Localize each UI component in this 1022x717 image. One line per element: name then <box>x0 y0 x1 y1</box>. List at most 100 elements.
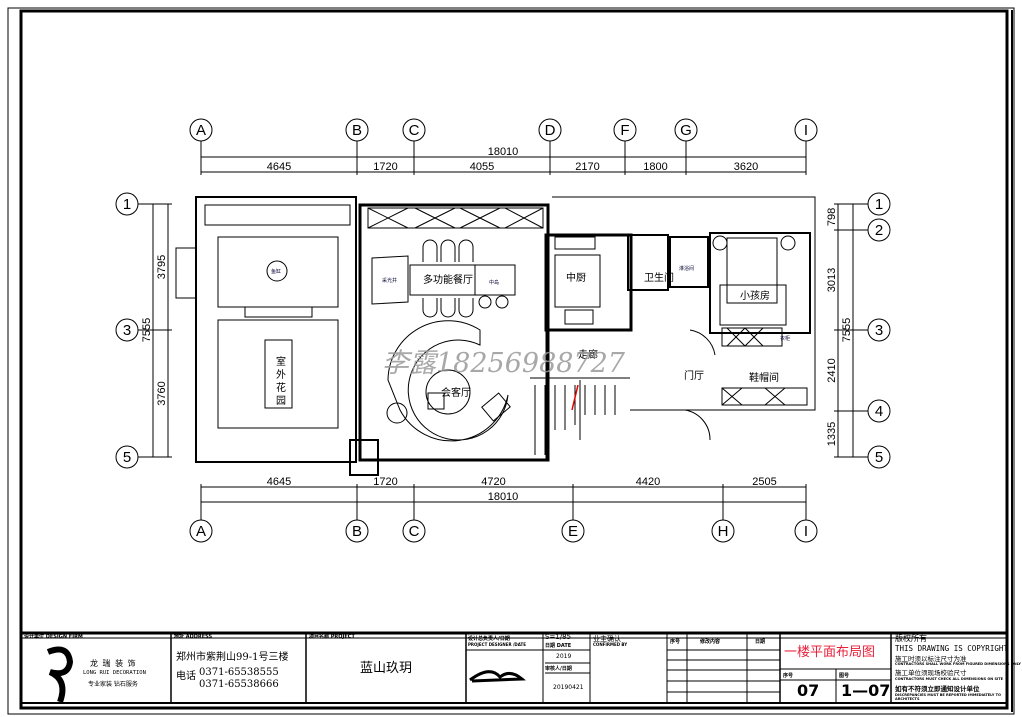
room-corridor: 走廊 <box>578 348 598 361</box>
right-total-dim: 7555 <box>841 318 853 342</box>
right-axis-bubble <box>867 399 891 423</box>
top-axis-label: D <box>545 122 556 139</box>
top-axis-bubble <box>613 118 637 142</box>
room-shower: 淋浴间 <box>679 265 694 272</box>
bottom-axis-label: B <box>352 523 362 540</box>
right-axis-label: 2 <box>875 222 883 239</box>
bottom-axis-label: H <box>718 523 729 540</box>
bottom-axis-bubble <box>711 519 735 543</box>
owner-confirm: 业主确认 <box>593 635 621 643</box>
bottom-dim: 4645 <box>267 476 291 488</box>
date: 20190421 <box>553 684 584 691</box>
top-dim: 4055 <box>470 161 494 173</box>
reviewer-label: 审核人/日期 <box>545 666 572 672</box>
copyright-en: THIS DRAWING IS COPYRIGHT <box>895 644 1008 653</box>
top-axis-label: C <box>409 122 420 139</box>
drawing-title: 一楼平面布局图 <box>784 645 876 660</box>
top-axis-label: F <box>620 122 629 139</box>
designer-signature <box>469 670 526 683</box>
scale: S=1/85 <box>545 633 572 641</box>
bottom-axis-bubble <box>561 519 585 543</box>
revision-date-header: 日期 <box>755 639 766 645</box>
bottom-dim: 4720 <box>481 476 505 488</box>
left-axis-label: 5 <box>123 449 131 466</box>
top-axis-bubble <box>794 118 818 142</box>
left-dim: 3760 <box>156 381 168 405</box>
note-1: 施工时须以标注尺寸为准 <box>895 655 967 663</box>
building-walls <box>175 196 816 476</box>
serial-number: 07 <box>797 681 820 700</box>
room-garden: 室外花园 <box>274 355 286 408</box>
project-name: 蓝山玖玥 <box>360 661 413 676</box>
left-axis-label: 1 <box>123 196 131 213</box>
right-axis-bubble <box>867 192 891 216</box>
room-shoe: 鞋帽间 <box>749 371 779 384</box>
right-axis-bubble <box>867 218 891 242</box>
copyright-cn: 版权所有 <box>895 634 927 643</box>
company-name-cn: 龙 瑞 装 饰 <box>90 659 137 668</box>
bottom-axis-bubble <box>402 519 426 543</box>
year: 2019 <box>556 653 572 660</box>
room-bathroom: 卫生间 <box>644 271 674 284</box>
right-axis-label: 1 <box>875 196 883 213</box>
top-dim: 4645 <box>267 161 291 173</box>
bottom-dim: 2505 <box>752 476 776 488</box>
bottom-axis-bubble <box>794 519 818 543</box>
top-axis-label: G <box>680 122 692 139</box>
left-axis-label: 3 <box>123 322 131 339</box>
top-axis-bubble <box>189 118 213 142</box>
bottom-axis-label: I <box>804 523 808 540</box>
room-living: 会客厅 <box>441 386 471 399</box>
date-label: 日期 DATE <box>545 643 572 649</box>
note-3-en: DISCREPANCIES MUST BE REPORTED IMMEDIATE… <box>895 693 1001 701</box>
top-dim: 2170 <box>575 161 599 173</box>
phone-2: 0371-65538666 <box>199 679 279 690</box>
top-axis-bubble <box>538 118 562 142</box>
note-2-en: CONTRACTORS MUST CHECK ALL DIMENSIONS ON… <box>895 677 1004 681</box>
outer-frame <box>7 7 1015 715</box>
stair-break-mark <box>571 384 579 411</box>
top-axis-label: B <box>352 122 362 139</box>
sheet-number: 1—07 <box>841 681 891 700</box>
top-dim: 1800 <box>643 161 667 173</box>
bottom-axis-label: E <box>568 523 578 540</box>
room-kids: 小孩房 <box>740 289 770 302</box>
company-slogan: 专业家装 钻石服务 <box>88 681 138 688</box>
room-kitchen: 中厨 <box>566 271 586 284</box>
top-axis-label: I <box>804 122 808 139</box>
right-axis-bubble <box>867 445 891 469</box>
designer-label: 设计总负责人/日期 <box>468 636 510 642</box>
right-axis-label: 3 <box>875 322 883 339</box>
right-dim: 798 <box>826 208 838 226</box>
bottom-axis-label: A <box>196 523 206 540</box>
company-logo <box>46 646 74 704</box>
sheet-label: 图号 <box>839 673 850 679</box>
right-dim: 2410 <box>826 358 838 382</box>
bottom-dim: 1720 <box>373 476 397 488</box>
room-foyer: 门厅 <box>684 369 704 382</box>
designer-label-en: PROJECT DESIGNER /DATE <box>468 642 526 647</box>
right-axis-label: 4 <box>875 403 883 420</box>
top-dim: 1720 <box>373 161 397 173</box>
revision-no-header: 序号 <box>670 639 681 645</box>
left-axis-bubble <box>115 318 139 342</box>
left-axis-bubble <box>115 192 139 216</box>
right-axis-label: 5 <box>875 449 883 466</box>
right-dim: 1335 <box>826 422 838 446</box>
revision-content-header: 修改内容 <box>700 639 721 645</box>
project-label: 项目名称 PROJECT <box>309 634 355 640</box>
bottom-axis-label: C <box>409 523 420 540</box>
bottom-dim: 4420 <box>636 476 660 488</box>
address: 郑州市紫荆山99-1号三楼 <box>176 652 289 663</box>
top-axis-bubble <box>345 118 369 142</box>
company-name-en: LONG RUI DECORATION <box>83 670 146 676</box>
left-axis-bubble <box>115 445 139 469</box>
left-total-dim: 7555 <box>141 318 153 342</box>
left-dim: 3795 <box>156 255 168 279</box>
top-total-dim: 18010 <box>488 146 519 158</box>
note-1-en: CONTRACTORS SHALL WORK FROM FIGURED DIME… <box>895 662 1021 666</box>
top-axis-label: A <box>196 122 206 139</box>
design-firm-label: 设计单位 DESIGN FIRM <box>24 634 83 640</box>
room-lightwell: 采光井 <box>382 277 397 284</box>
